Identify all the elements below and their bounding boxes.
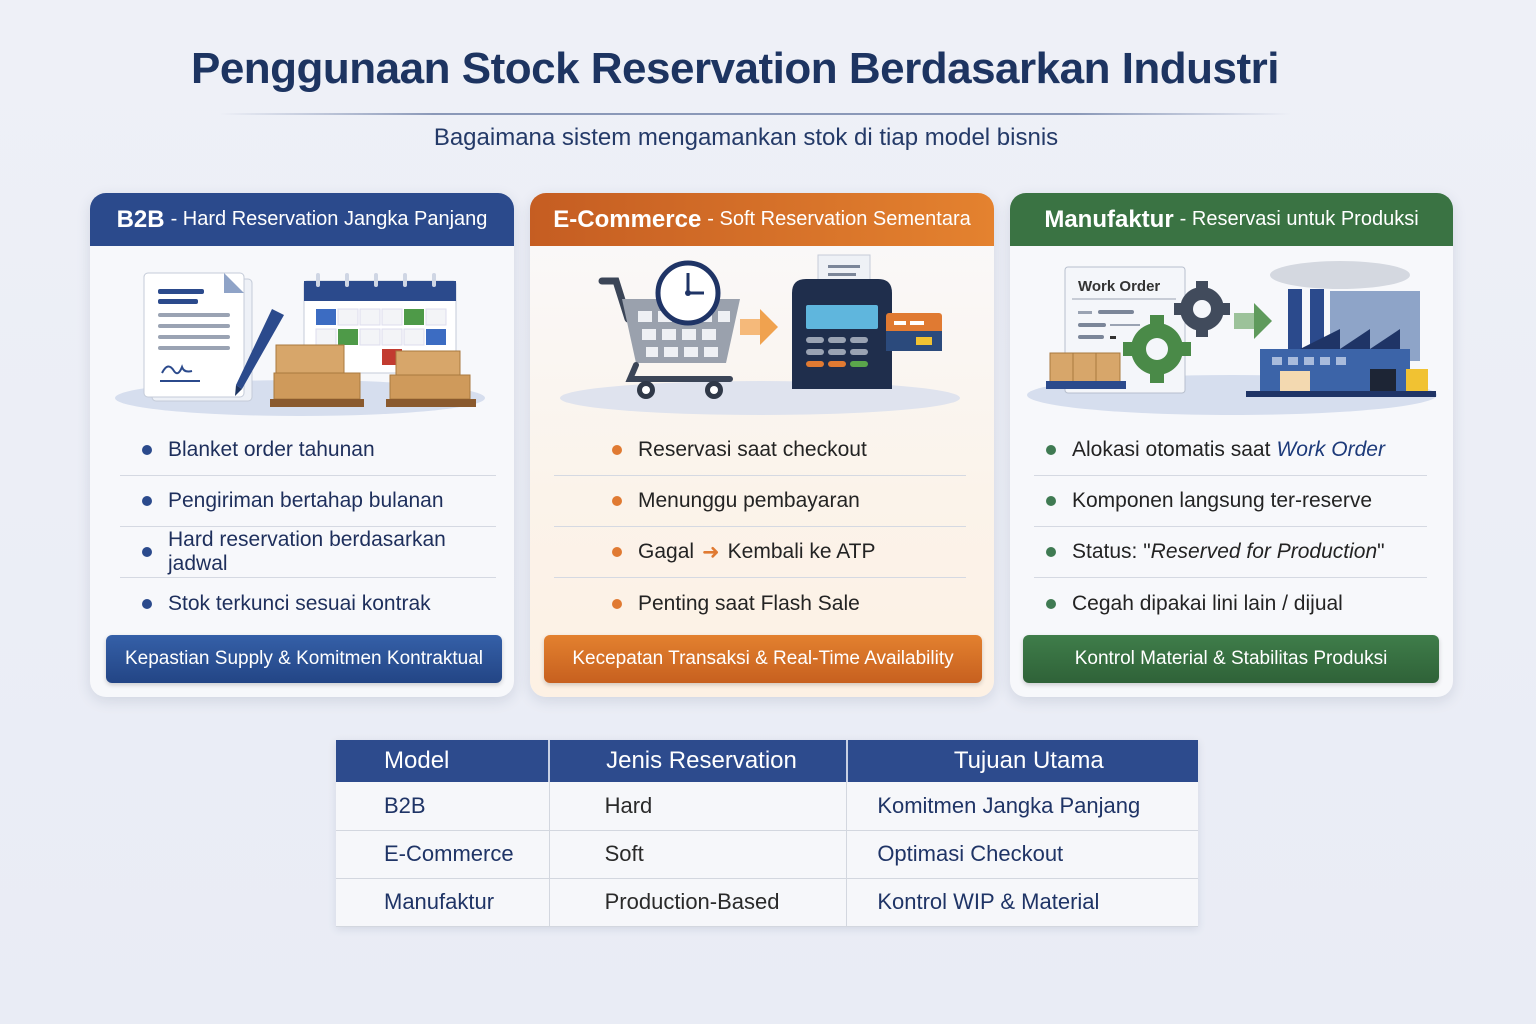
- ecommerce-summary-banner: Kecepatan Transaksi & Real-Time Availabi…: [544, 635, 982, 683]
- bullet-icon: [142, 445, 152, 455]
- card-manufaktur: Manufaktur - Reservasi untuk Produksi Wo…: [1010, 193, 1453, 697]
- credit-card-icon: [886, 313, 942, 351]
- bullet-icon: [1046, 445, 1056, 455]
- arrow-right-icon: [1234, 303, 1272, 339]
- arrow-right-icon: [740, 309, 778, 345]
- ecommerce-illustration: [560, 254, 960, 415]
- bullet-icon: [1046, 598, 1056, 609]
- bullet-icon: [612, 598, 622, 609]
- b2b-illustration: [115, 272, 485, 416]
- table-row: E-Commerce Soft Optimasi Checkout: [336, 830, 1198, 879]
- arrow-right-icon: ➜: [702, 540, 720, 564]
- column-header-jenis: Jenis Reservation: [548, 740, 847, 782]
- cell-tujuan: Optimasi Checkout: [846, 830, 1198, 879]
- boxes-icon: [1046, 352, 1126, 389]
- bullet-icon: [142, 547, 152, 557]
- bullet-icon: [1046, 496, 1056, 506]
- card-ecommerce: E-Commerce - Soft Reservation Sementara: [530, 193, 994, 697]
- list-item: Blanket order tahunan: [120, 425, 496, 476]
- card-header-ecommerce: E-Commerce - Soft Reservation Sementara: [530, 193, 994, 246]
- table-row: Manufaktur Production-Based Kontrol WIP …: [336, 878, 1198, 927]
- payment-terminal-icon: [792, 254, 892, 389]
- cell-jenis: Soft: [548, 830, 847, 879]
- cell-jenis: Production-Based: [548, 878, 847, 927]
- card-title-sub: - Soft Reservation Sementara: [707, 208, 971, 230]
- card-title-main: B2B: [116, 205, 165, 233]
- gear-icon: [1123, 281, 1230, 383]
- list-item: Cegah dipakai lini lain / dijual: [1034, 578, 1427, 629]
- cell-jenis: Hard: [548, 782, 847, 831]
- bullet-icon: [612, 445, 622, 455]
- pen-icon: [235, 309, 284, 396]
- list-item: Pengiriman bertahap bulanan: [120, 476, 496, 527]
- table-header-row: Model Jenis Reservation Tujuan Utama: [336, 740, 1198, 782]
- contract-document-icon: [143, 272, 253, 402]
- list-item: Penting saat Flash Sale: [554, 578, 966, 629]
- boxes-on-pallet-icon: [270, 344, 476, 407]
- card-title-main: Manufaktur: [1044, 205, 1174, 233]
- cell-model: Manufaktur: [336, 878, 550, 927]
- bullet-icon: [142, 496, 152, 506]
- table-row: B2B Hard Komitmen Jangka Panjang: [336, 782, 1198, 831]
- bullet-icon: [612, 496, 622, 506]
- card-header-b2b: B2B - Hard Reservation Jangka Panjang: [90, 193, 514, 246]
- bullet-icon: [612, 547, 622, 557]
- factory-icon: [1246, 261, 1436, 397]
- cell-tujuan: Komitmen Jangka Panjang: [846, 782, 1198, 831]
- ecommerce-feature-list: Reservasi saat checkout Menunggu pembaya…: [554, 425, 966, 629]
- title-divider: [220, 113, 1290, 115]
- list-item: Komponen langsung ter-reserve: [1034, 476, 1427, 527]
- list-item: Status: "Reserved for Production": [1034, 527, 1427, 578]
- page-subtitle: Bagaimana sistem mengamankan stok di tia…: [433, 124, 1059, 151]
- card-title-sub: - Reservasi untuk Produksi: [1179, 208, 1419, 230]
- bullet-icon: [1046, 547, 1056, 557]
- column-header-model: Model: [336, 740, 550, 782]
- cell-tujuan: Kontrol WIP & Material: [846, 878, 1198, 927]
- cell-model: B2B: [336, 782, 550, 831]
- column-header-tujuan: Tujuan Utama: [845, 740, 1198, 782]
- bullet-icon: [142, 598, 152, 609]
- summary-table: Model Jenis Reservation Tujuan Utama B2B…: [336, 740, 1198, 927]
- card-title-main: E-Commerce: [553, 205, 702, 233]
- list-item: Reservasi saat checkout: [554, 425, 966, 476]
- card-b2b: B2B - Hard Reservation Jangka Panjang: [90, 193, 514, 697]
- list-item: Hard reservation berdasarkan jadwal: [120, 527, 496, 578]
- clock-icon: [655, 260, 721, 326]
- page-title: Penggunaan Stock Reservation Berdasarkan…: [190, 44, 1280, 93]
- list-item: Stok terkunci sesuai kontrak: [120, 578, 496, 629]
- list-item: Menunggu pembayaran: [554, 476, 966, 527]
- manufaktur-summary-banner: Kontrol Material & Stabilitas Produksi: [1023, 635, 1439, 683]
- b2b-summary-banner: Kepastian Supply & Komitmen Kontraktual: [106, 635, 502, 683]
- card-header-manufaktur: Manufaktur - Reservasi untuk Produksi: [1010, 193, 1453, 246]
- manufaktur-illustration: Work Order: [1027, 261, 1437, 415]
- cell-model: E-Commerce: [336, 830, 550, 879]
- b2b-feature-list: Blanket order tahunan Pengiriman bertaha…: [120, 425, 496, 629]
- card-title-sub: - Hard Reservation Jangka Panjang: [170, 208, 488, 230]
- svg-text:Work Order: Work Order: [1078, 278, 1160, 295]
- list-item: Gagal➜Kembali ke ATP: [554, 527, 966, 578]
